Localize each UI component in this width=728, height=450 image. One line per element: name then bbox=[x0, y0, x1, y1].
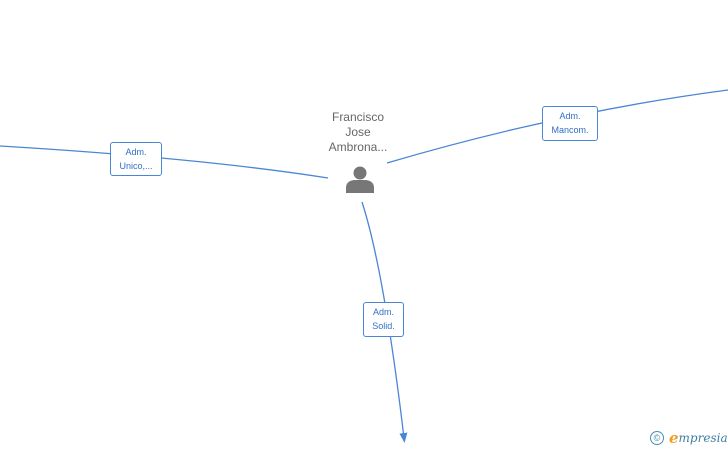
relation-label-adm-solid[interactable]: Adm. Solid. bbox=[363, 302, 404, 337]
person-icon[interactable] bbox=[345, 165, 375, 193]
person-name-line-2: Jose bbox=[345, 125, 371, 139]
person-name[interactable]: Francisco Jose Ambrona... bbox=[318, 110, 398, 155]
relation-label-line: Adm. bbox=[559, 111, 581, 121]
relation-label-adm-mancom[interactable]: Adm. Mancom. bbox=[542, 106, 598, 141]
relation-label-line: Adm. bbox=[125, 147, 147, 157]
relation-label-line: Mancom. bbox=[551, 125, 589, 135]
person-name-line-3: Ambrona... bbox=[328, 140, 388, 154]
relation-label-line: Adm. bbox=[372, 307, 394, 317]
brand-initial: e bbox=[669, 429, 679, 447]
copyright-icon: © bbox=[650, 431, 664, 445]
edge-to-bottom-company[interactable] bbox=[361, 201, 408, 443]
relation-label-adm-unico[interactable]: Adm. Unico,... bbox=[110, 142, 162, 176]
brand-name: mpresia bbox=[678, 431, 728, 445]
edge-to-left-company[interactable] bbox=[0, 145, 329, 179]
person-name-line-1: Francisco bbox=[331, 110, 384, 124]
relation-label-line: Solid. bbox=[372, 321, 395, 331]
empresia-watermark: © e mpresia bbox=[650, 429, 728, 447]
relation-label-line: Unico,... bbox=[119, 161, 153, 171]
